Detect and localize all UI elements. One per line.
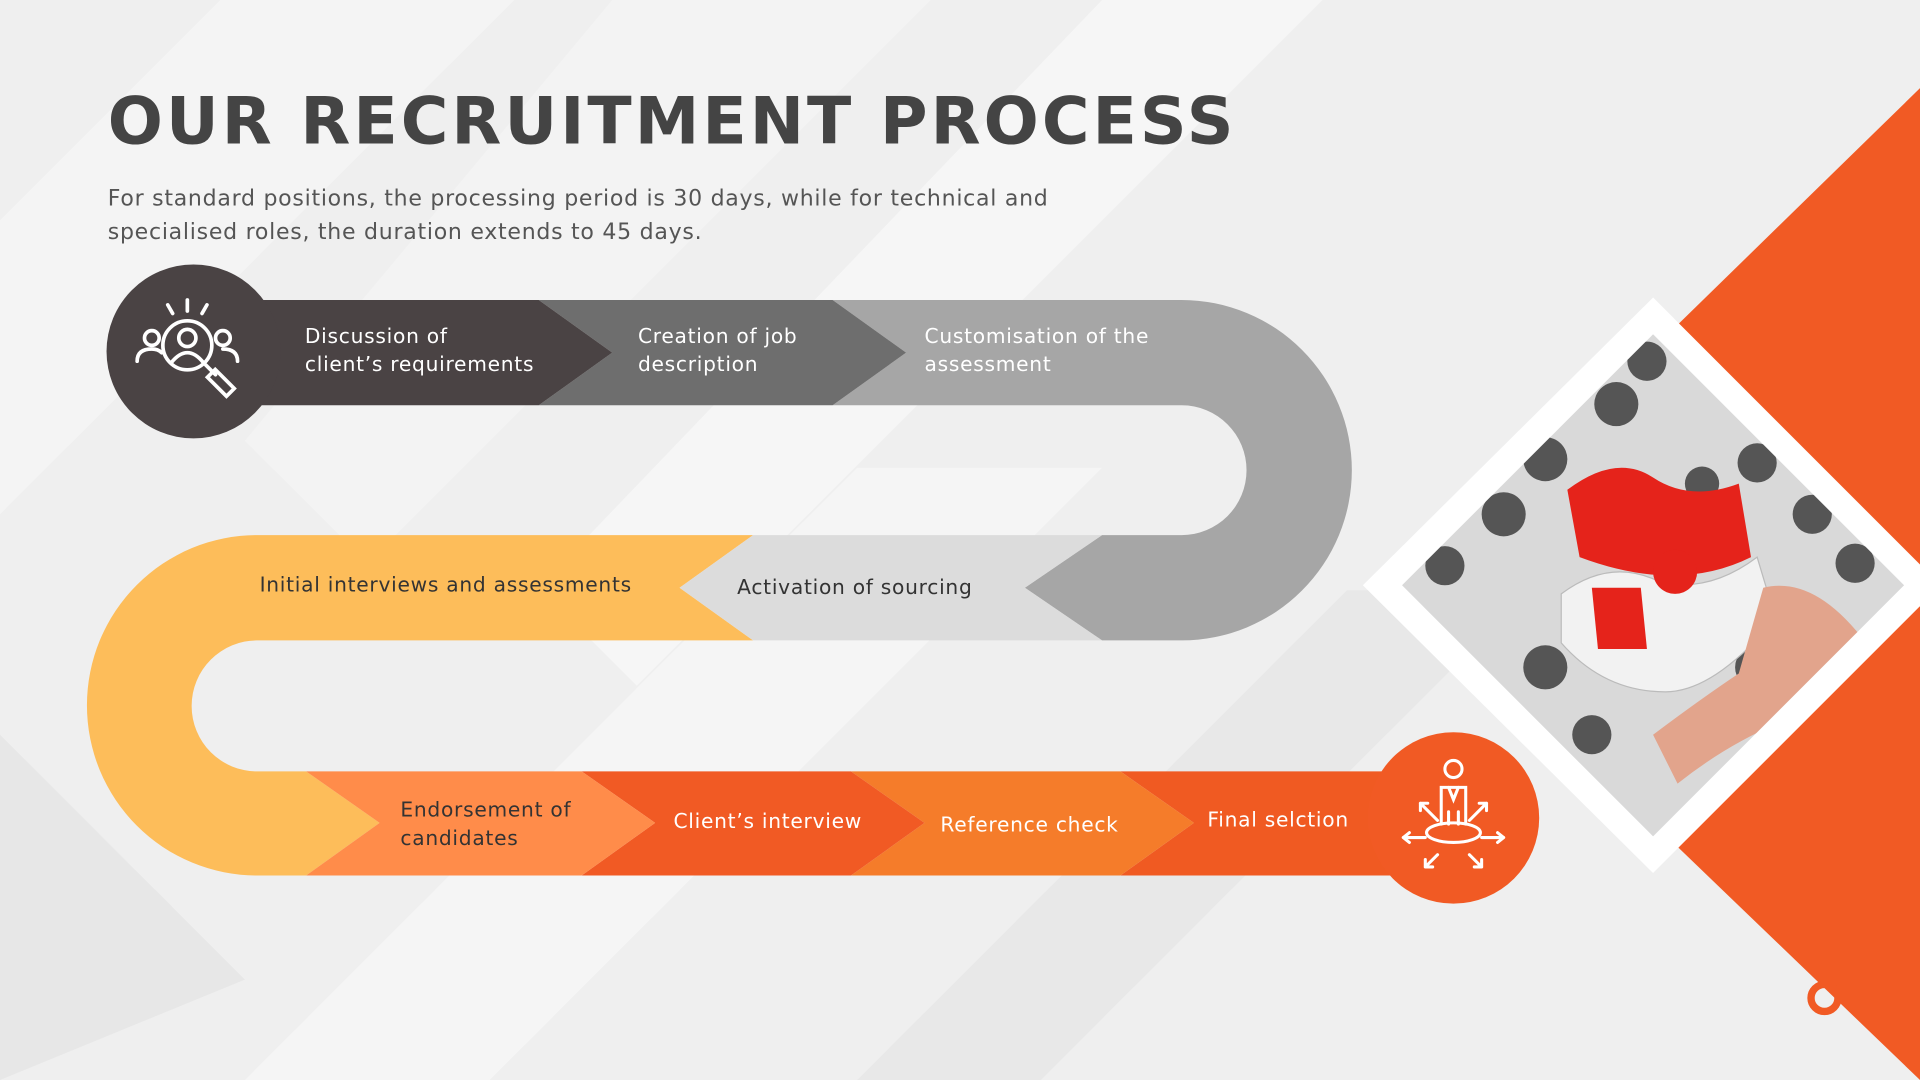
step-segment-sourcing: [679, 535, 1103, 641]
step-7-label: Client’s interview: [673, 809, 862, 833]
step-3-label-line2: assessment: [924, 352, 1051, 376]
step-segment-endorsement: [306, 771, 656, 876]
step-3-label-line1: Customisation of the: [924, 324, 1149, 348]
step-segment-discussion: [193, 300, 613, 406]
step-2-label-line2: description: [638, 352, 758, 376]
step-1-label-line2: client’s requirements: [305, 352, 534, 376]
step-1-label-line1: Discussion of: [305, 324, 448, 348]
step-5-label: Initial interviews and assessments: [260, 572, 632, 596]
step-4-label: Activation of sourcing: [737, 575, 972, 599]
step-8-label: Reference check: [940, 812, 1118, 836]
step-segment-reference: [851, 771, 1194, 876]
step-segment-client-interview: [581, 771, 925, 876]
subtitle-line-2: specialised roles, the duration extends …: [108, 220, 703, 245]
step-6-label-line1: Endorsement of: [400, 798, 571, 822]
person-options-icon: [1401, 758, 1506, 869]
step-segment-initial-interviews: [86, 535, 754, 876]
page-title: OUR RECRUITMENT PROCESS: [108, 84, 1237, 159]
step-segment-creation: [538, 300, 907, 406]
step-segment-customisation: [832, 300, 1352, 641]
start-circle: [106, 264, 281, 439]
subtitle-line-1: For standard positions, the processing p…: [108, 187, 1049, 212]
end-circle: [1367, 732, 1540, 904]
search-people-icon: [135, 298, 240, 399]
decorative-ring: [1807, 980, 1842, 1016]
step-6-label-line2: candidates: [400, 826, 518, 850]
step-2-label-line1: Creation of job: [638, 324, 798, 348]
step-9-label: Final selction: [1207, 808, 1349, 832]
